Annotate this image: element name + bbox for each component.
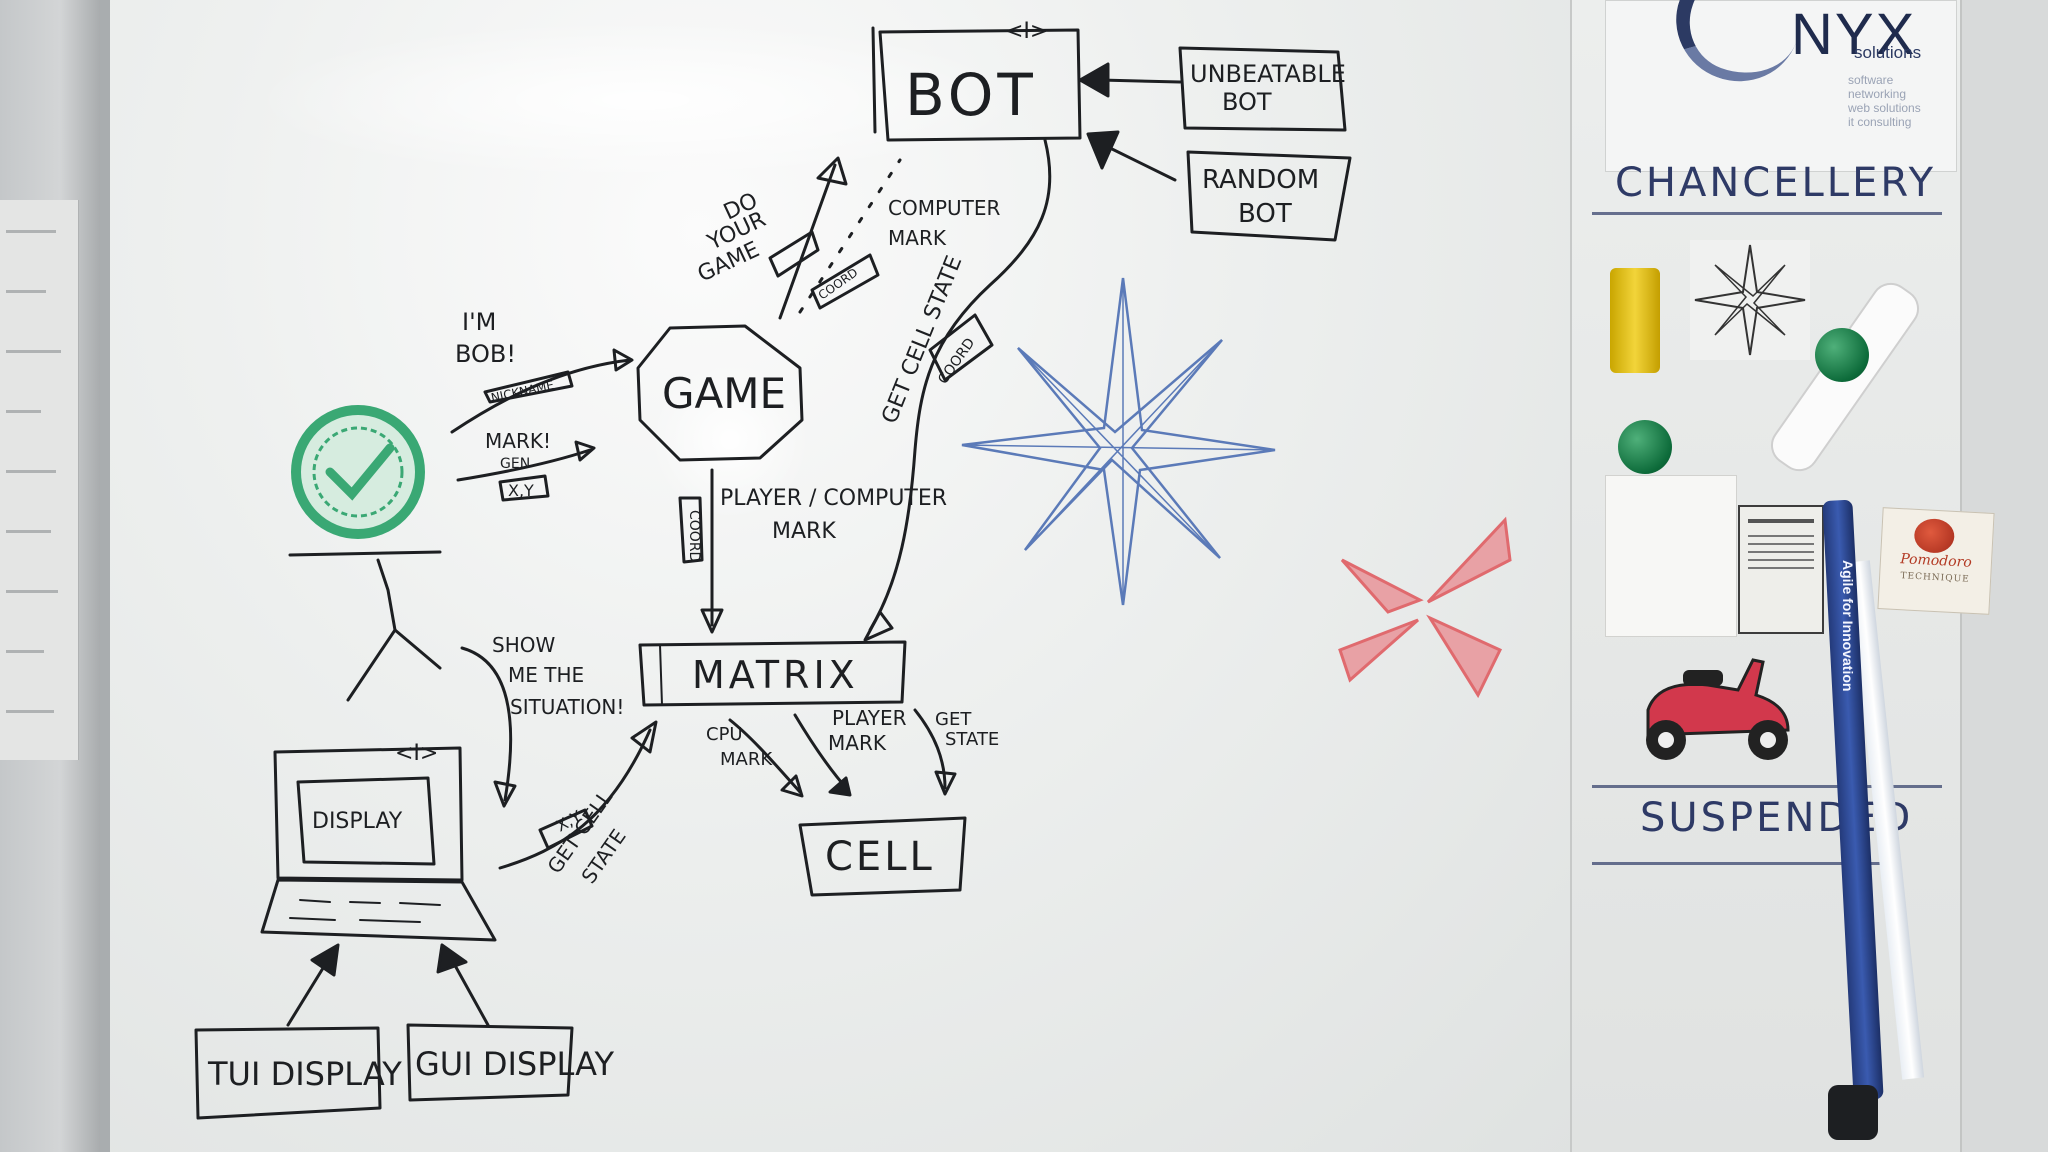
- tui-display-label: TUI DISPLAY: [207, 1055, 402, 1093]
- logo-name: NYX: [1791, 2, 1917, 67]
- cpu-mark-label-1: CPU: [706, 724, 743, 745]
- lanyard-text: Agile for Innovation: [1840, 560, 1856, 692]
- random-bot-label: RANDOM: [1202, 165, 1319, 195]
- get-state-label-1: GET: [935, 709, 972, 730]
- divider-line: [1592, 212, 1942, 215]
- coord-label-3: COORD: [686, 510, 702, 562]
- game-octagon: [636, 324, 804, 462]
- lanyard-clip: [1828, 1085, 1878, 1140]
- computer-mark-label-2: MARK: [888, 226, 947, 250]
- unbeatable-bot-label-2: BOT: [1222, 88, 1272, 116]
- display-label: DISPLAY: [312, 809, 403, 834]
- gui-display-label: GUI DISPLAY: [415, 1045, 614, 1083]
- xy-label-1: X,Y: [508, 481, 534, 500]
- cell-label: CELL: [825, 834, 935, 880]
- im-bob-label-1: I'M: [462, 308, 496, 336]
- player-mark-label-1: PLAYER: [832, 706, 907, 730]
- green-magnet: [1618, 420, 1672, 474]
- player-computer-mark-label-1: PLAYER / COMPUTER: [720, 486, 947, 511]
- red-x-star: [1338, 516, 1512, 699]
- light-reflection: [650, 360, 810, 520]
- gui-display-box: [406, 1023, 574, 1102]
- bot-box: [878, 28, 1082, 142]
- cpu-mark-label-2: MARK: [720, 749, 773, 770]
- nyx-logo-card: NYX solutions software networking web so…: [1605, 0, 1957, 172]
- im-bob-label-2: BOB!: [455, 340, 516, 368]
- unbeatable-bot-box: [1178, 46, 1347, 132]
- show-me-label-2: ME THE: [508, 663, 584, 687]
- yellow-magnet: [1610, 268, 1660, 373]
- cell-box: [798, 816, 967, 897]
- business-card: [1605, 475, 1737, 637]
- green-check-badge: [291, 405, 425, 539]
- notice-card: [1738, 505, 1824, 634]
- logo-tagline: software networking web solutions it con…: [1848, 73, 1921, 129]
- get-state-label-2: STATE: [945, 729, 999, 750]
- divider-line: [1592, 862, 1882, 865]
- divider-line: [1592, 785, 1942, 788]
- random-bot-box: [1186, 150, 1352, 242]
- blue-compass-star: [961, 277, 1276, 606]
- matrix-label: MATRIX: [692, 653, 859, 697]
- light-reflection: [250, 20, 1030, 180]
- interface-marker: <I>: [1005, 19, 1048, 44]
- whiteboard: [100, 0, 1580, 1152]
- chancellery-label: CHANCELLERY: [1615, 160, 1937, 206]
- scooter-sticker: [1646, 658, 1790, 760]
- unbeatable-bot-label: UNBEATABLE: [1190, 60, 1346, 88]
- matrix-box: [638, 640, 907, 707]
- logo-sub: solutions: [1854, 43, 1922, 62]
- show-me-label-3: SITUATION!: [510, 695, 624, 719]
- game-label: GAME: [662, 369, 786, 418]
- computer-mark-label-1: COMPUTER: [888, 196, 1001, 220]
- player-computer-mark-label-2: MARK: [772, 519, 836, 544]
- star-sticker-card: [1690, 240, 1810, 360]
- left-paper-sheet: [0, 200, 79, 760]
- mark-gen-label-1: MARK!: [485, 429, 551, 453]
- show-me-label-1: SHOW: [492, 633, 555, 657]
- keyboard-outline: [260, 878, 497, 942]
- mark-gen-label-2: GEN: [500, 456, 530, 472]
- monitor-interface-marker: <I>: [395, 741, 438, 766]
- player-mark-label-2: MARK: [828, 731, 887, 755]
- random-bot-label-2: BOT: [1238, 199, 1292, 229]
- monitor-outline: [273, 746, 464, 882]
- green-magnet: [1815, 328, 1869, 382]
- left-wall: [0, 0, 100, 1152]
- tui-display-box: [194, 1026, 382, 1120]
- bot-box-label: BOT: [905, 61, 1037, 129]
